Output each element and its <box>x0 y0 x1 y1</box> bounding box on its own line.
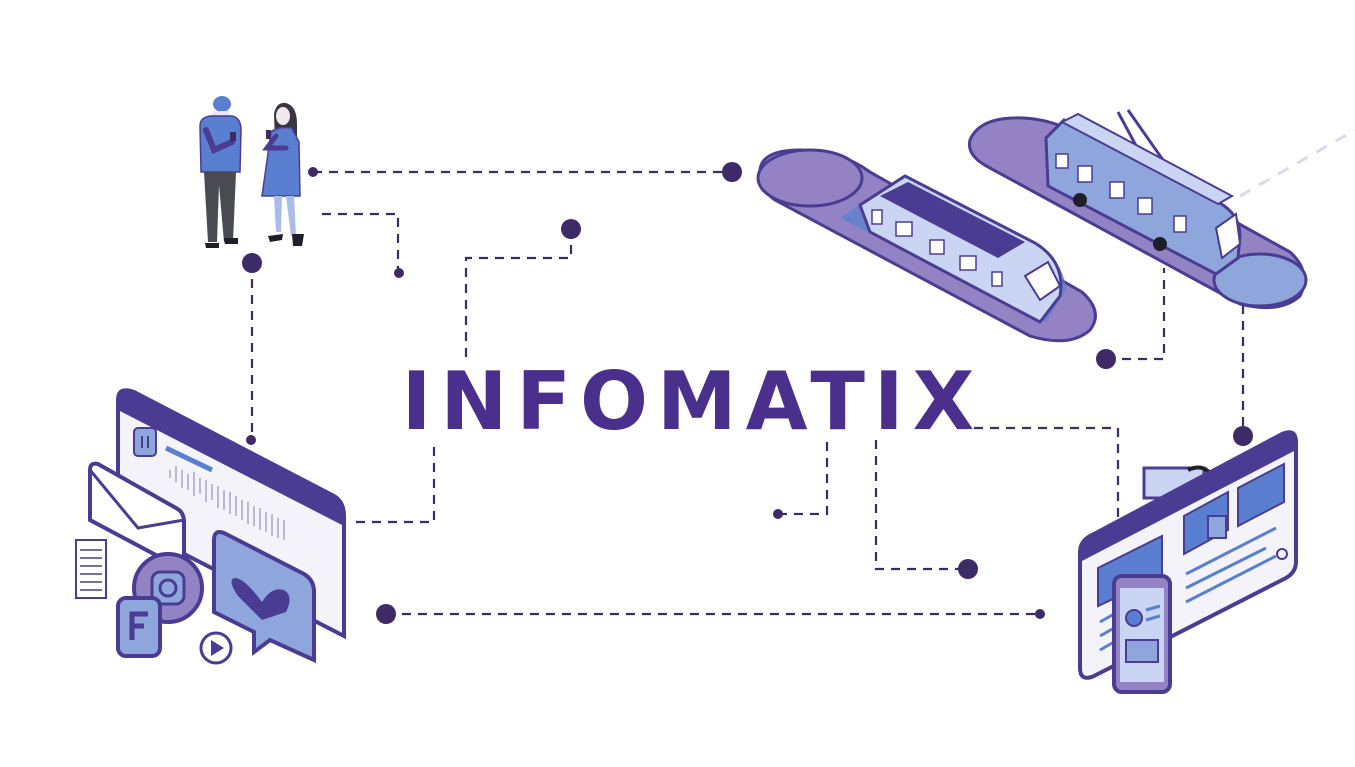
media-content-icon <box>75 388 346 665</box>
connector-center-to-kiosk <box>958 426 1120 520</box>
train-icon <box>756 148 1097 343</box>
connector-people-to-center <box>322 212 400 273</box>
node-dot <box>722 162 742 182</box>
node-dot <box>958 559 978 579</box>
connector-media-to-center <box>356 440 436 524</box>
node-dot <box>1035 609 1045 619</box>
connector-center-to-right <box>874 440 968 571</box>
node-dot <box>246 435 256 445</box>
node-dot <box>242 253 262 273</box>
information-display-icon <box>1078 430 1298 694</box>
node-dot <box>561 219 581 239</box>
connector-lines <box>242 162 1253 624</box>
trolleybus-icon <box>967 109 1355 310</box>
connector-center-bottom <box>778 440 829 516</box>
node-dot <box>308 167 318 177</box>
connector-trolleybus-loop <box>1106 268 1166 361</box>
node-dot <box>376 604 396 624</box>
connector-top-center <box>464 229 573 358</box>
node-dot <box>1233 426 1253 446</box>
node-dot <box>773 509 783 519</box>
node-dot <box>394 268 404 278</box>
node-dot <box>1096 349 1116 369</box>
brand-wordmark: INFOMATIX <box>401 355 984 448</box>
people-with-phones-icon <box>199 96 304 248</box>
